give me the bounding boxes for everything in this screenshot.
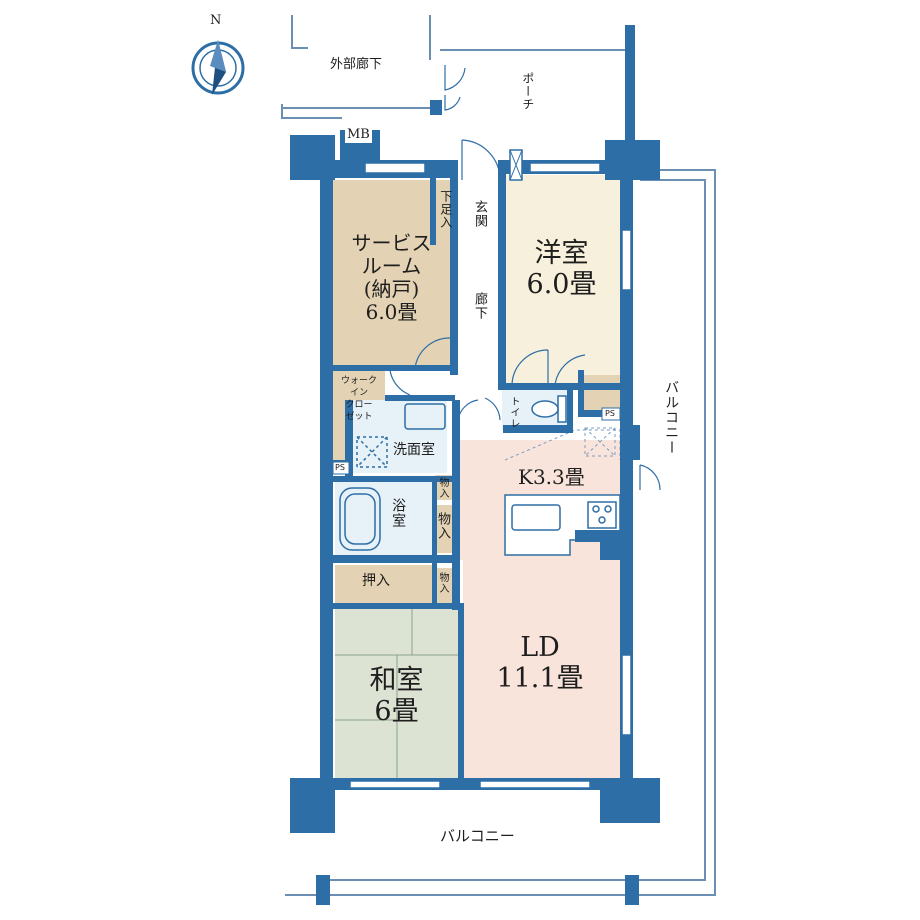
compass-icon [191,40,245,95]
western-room-name: 洋室 [534,238,589,269]
pipe-space-boxes [332,407,621,475]
living-dining-name: LD [520,632,560,663]
washroom-fill [352,400,447,473]
storage-label-2: 物入 [435,512,450,540]
wic-line3: クロー [345,400,373,411]
toilet-label: トイレ [508,396,519,429]
service-room-label: サービス ルーム (納戸) 6.0畳 [333,232,450,324]
living-dining-fill [460,440,620,778]
kitchen-label: K3.3畳 [518,465,585,489]
balcony-outline [285,169,716,896]
meter-box-label: MB [345,127,372,143]
porch-label: ポーチ [520,72,535,111]
western-room-label: 洋室 6.0畳 [503,238,620,300]
corridor-label: 外部廊下 [330,57,383,72]
pipe-space-label-2: PS [605,409,615,418]
fridge-area [504,427,621,461]
storage-fill-2 [435,505,453,553]
washroom-fixtures [339,403,446,551]
storage-label-1: 物入 [437,477,448,499]
hallway-label: 廊下 [471,292,487,320]
walk-in-closet-label: ウォーク イン クロー ゼット [333,375,385,424]
wic-line4: ゼット [345,412,373,423]
walls [290,25,660,905]
closet-label: 押入 [362,573,390,589]
service-room-line2: ルーム [361,254,422,278]
tatami-lines [335,608,458,778]
service-room-line1: サービス [351,231,432,255]
japanese-room-label: 和室 6畳 [335,665,458,727]
corridor-outline [281,15,625,119]
wic-line2: イン [349,388,368,399]
western-room-size: 6.0畳 [526,269,597,301]
window-crosses [509,149,618,554]
balcony-bottom-label: バルコニー [440,827,515,845]
shoe-box-label: 下足入 [438,190,453,229]
living-dining-size: 11.1畳 [496,663,584,695]
japanese-room-size: 6畳 [374,696,419,728]
balcony-side-label: バルコニー [663,380,680,455]
service-room-size: 6.0畳 [365,300,418,324]
entrance-label: 玄関 [471,200,487,228]
closet-fill [335,565,432,603]
door-swings [389,65,661,491]
washroom-label: 洗面室 [393,442,435,458]
bathroom-label: 浴室 [390,498,407,528]
storage-fill-3 [435,568,453,603]
bathroom-fill [335,480,432,555]
living-dining-label: LD 11.1畳 [470,632,610,694]
storage-label-3: 物入 [437,572,448,594]
pipe-space-label-1: PS [335,463,345,472]
wic-line1: ウォーク [340,376,377,386]
service-room-line3: (納戸) [363,277,420,301]
compass-north-label: N [210,13,222,28]
japanese-room-name: 和室 [369,665,424,696]
toilet-fixture [531,395,567,423]
western-room-fill [503,175,620,385]
